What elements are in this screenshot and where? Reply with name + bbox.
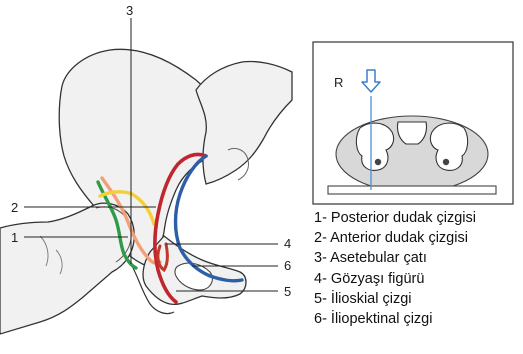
sacral-wing (196, 61, 292, 184)
legend-item-ilioischial: 5- İlioskial çizgi (314, 289, 476, 309)
callout-number-5: 5 (284, 284, 291, 299)
positioning-inset: R (313, 42, 513, 204)
callout-number-2: 2 (11, 200, 18, 215)
legend-item-iliopectineal: 6- İliopektinal çizgi (314, 309, 476, 329)
legend-item-posterior-lip: 1- Posterior dudak çizgisi (314, 208, 476, 228)
x-ray-table (328, 186, 496, 194)
legend-item-acetabular-roof: 3- Asetebular çatı (314, 248, 476, 268)
sacrum-section (397, 122, 426, 144)
femur (0, 203, 134, 334)
left-femoral-head (375, 159, 381, 165)
legend-item-teardrop: 4- Gözyaşı figürü (314, 269, 476, 289)
callout-number-1: 1 (11, 230, 18, 245)
callout-number-3: 3 (126, 3, 133, 18)
legend: 1- Posterior dudak çizgisi 2- Anterior d… (314, 208, 476, 329)
right-femoral-head (443, 159, 449, 165)
callout-number-4: 4 (284, 236, 291, 251)
callout-number-6: 6 (284, 258, 291, 273)
legend-item-anterior-lip: 2- Anterior dudak çizgisi (314, 228, 476, 248)
inset-label-r: R (334, 75, 343, 90)
